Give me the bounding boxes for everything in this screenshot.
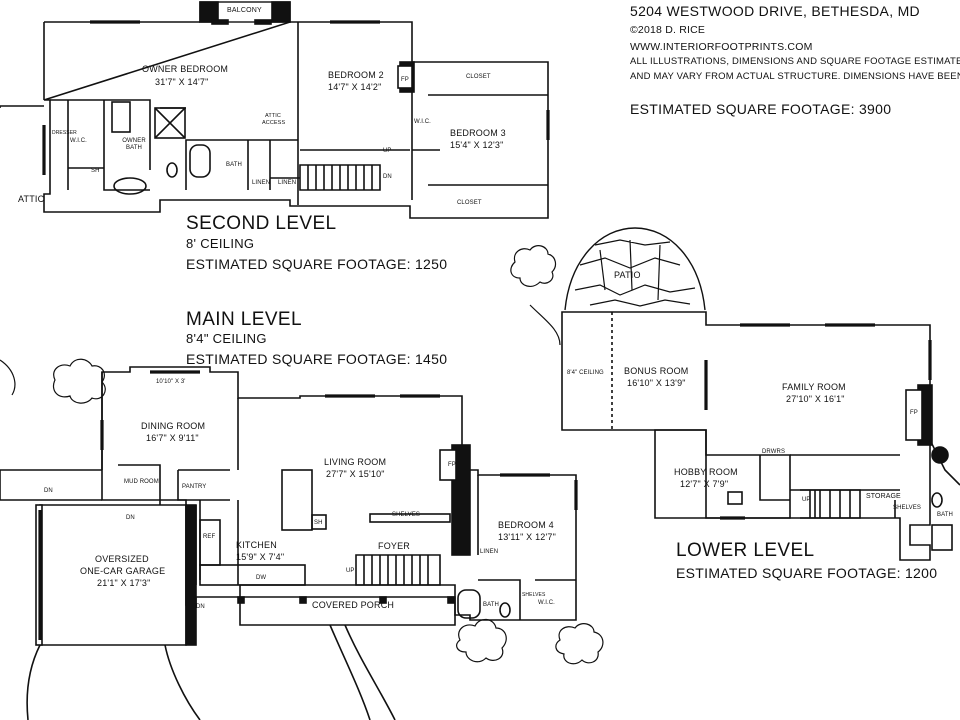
second-bath-label: BATH bbox=[226, 162, 242, 168]
living-room-label: LIVING ROOM bbox=[324, 457, 387, 467]
second-level-walls bbox=[0, 1, 550, 219]
linen-label-1: LINEN bbox=[252, 180, 271, 186]
dresser-label: DRESSER bbox=[52, 130, 77, 136]
pantry-label: PANTRY bbox=[182, 484, 207, 490]
owner-wic-label: W.I.C. bbox=[70, 138, 87, 144]
bedroom-4-dimensions: 13'11" X 12'7" bbox=[498, 532, 556, 542]
balcony-label: BALCONY bbox=[227, 7, 262, 14]
dishwasher-label: DW bbox=[256, 575, 267, 581]
garage-dimensions: 21'1" X 17'3" bbox=[97, 578, 151, 588]
patio-label: PATIO bbox=[614, 270, 641, 280]
total-square-footage: ESTIMATED SQUARE FOOTAGE: 3900 bbox=[630, 101, 892, 117]
landscape-trees bbox=[0, 245, 604, 665]
closet-bottom-label: CLOSET bbox=[457, 200, 482, 206]
main-level-title: MAIN LEVEL bbox=[186, 309, 302, 330]
disclaimer-line-1: ALL ILLUSTRATIONS, DIMENSIONS AND SQUARE… bbox=[630, 56, 960, 67]
drawers-label: DRWRS bbox=[762, 449, 786, 455]
hobby-room-dimensions: 12'7" X 7'9" bbox=[680, 479, 729, 489]
garage-label-line-1: OVERSIZED bbox=[95, 554, 149, 564]
kitchen-label: KITCHEN bbox=[236, 540, 277, 550]
lower-shelves-label: SHELVES bbox=[893, 505, 921, 511]
second-level-ceiling: 8' CEILING bbox=[186, 236, 255, 251]
main-dn-label-1: DN bbox=[44, 488, 53, 494]
main-sh-label: SH bbox=[314, 520, 323, 526]
lower-level-walls bbox=[529, 227, 960, 561]
bedroom-2-label: BEDROOM 2 bbox=[328, 70, 384, 80]
mud-room-label: MUD ROOM bbox=[124, 479, 159, 485]
alcove-dimensions: 10'10" X 3' bbox=[156, 379, 186, 385]
linen-label-2: LINEN bbox=[278, 180, 297, 186]
dining-room-dimensions: 16'7" X 9'11" bbox=[146, 433, 199, 443]
kitchen-dimensions: 15'9" X 7'4" bbox=[236, 552, 285, 562]
lower-fireplace-label: FP bbox=[910, 410, 918, 416]
living-room-dimensions: 27'7" X 15'10" bbox=[326, 469, 385, 479]
closet-top-label: CLOSET bbox=[466, 74, 491, 80]
main-dn-label-2: DN bbox=[126, 515, 135, 521]
covered-porch-label: COVERED PORCH bbox=[312, 600, 395, 610]
attic-label: ATTIC bbox=[18, 194, 45, 204]
main-fireplace-label: FP bbox=[448, 462, 456, 468]
main-dn-label-3: DN bbox=[196, 604, 205, 610]
second-fireplace-label: FP bbox=[401, 77, 409, 83]
lower-ceiling-note: 8'4" CEILING bbox=[567, 370, 604, 376]
copyright-notice: ©2018 D. RICE bbox=[630, 24, 706, 36]
lower-level-title: LOWER LEVEL bbox=[676, 540, 815, 561]
owner-bedroom-dimensions: 31'7" X 14'7" bbox=[155, 77, 209, 87]
main-shelves-vertical-label: SHELVES bbox=[522, 592, 546, 598]
main-linen-label: LINEN bbox=[480, 549, 499, 555]
shelves-label: SHELVES bbox=[392, 512, 420, 518]
family-room-label: FAMILY ROOM bbox=[782, 382, 846, 392]
storage-label: STORAGE bbox=[866, 493, 901, 500]
hobby-room-label: HOBBY ROOM bbox=[674, 467, 738, 477]
bonus-room-dimensions: 16'10" X 13'9" bbox=[627, 378, 686, 388]
bedroom-2-dimensions: 14'7" X 14'2" bbox=[328, 82, 382, 92]
second-up-label: UP bbox=[383, 148, 392, 154]
shower-label: SH bbox=[91, 168, 100, 174]
lower-bath-label: BATH bbox=[937, 512, 953, 518]
main-wic-label: W.I.C. bbox=[538, 600, 555, 606]
main-level-walls bbox=[0, 366, 578, 720]
second-dn-label: DN bbox=[383, 174, 392, 180]
website-text: WWW.INTERIORFOOTPRINTS.COM bbox=[630, 41, 813, 53]
bedroom-3-dimensions: 15'4" X 12'3" bbox=[450, 140, 504, 150]
lower-level-sqft: ESTIMATED SQUARE FOOTAGE: 1200 bbox=[676, 565, 938, 581]
owner-bath-label: OWNER BATH bbox=[122, 138, 146, 151]
main-bath-label: BATH bbox=[483, 602, 499, 608]
attic-access-label: ATTIC ACCESS bbox=[262, 113, 286, 126]
bonus-room-label: BONUS ROOM bbox=[624, 366, 689, 376]
garage-label-line-2: ONE-CAR GARAGE bbox=[80, 566, 166, 576]
main-up-label: UP bbox=[346, 568, 355, 574]
main-level-sqft: ESTIMATED SQUARE FOOTAGE: 1450 bbox=[186, 351, 448, 367]
second-level-sqft: ESTIMATED SQUARE FOOTAGE: 1250 bbox=[186, 256, 448, 272]
lower-up-label: UP bbox=[802, 497, 811, 503]
second-wic-label: W.I.C. bbox=[414, 119, 431, 125]
disclaimer-line-2: AND MAY VARY FROM ACTUAL STRUCTURE. DIME… bbox=[630, 71, 960, 82]
main-level-ceiling: 8'4" CEILING bbox=[186, 331, 267, 346]
bedroom-4-label: BEDROOM 4 bbox=[498, 520, 554, 530]
refrigerator-label: REF bbox=[203, 534, 216, 540]
second-level-title: SECOND LEVEL bbox=[186, 213, 337, 234]
dining-room-label: DINING ROOM bbox=[141, 421, 206, 431]
foyer-label: FOYER bbox=[378, 541, 411, 551]
property-address: 5204 WESTWOOD DRIVE, BETHESDA, MD bbox=[630, 3, 920, 19]
owner-bedroom-label: OWNER BEDROOM bbox=[142, 64, 229, 74]
bedroom-3-label: BEDROOM 3 bbox=[450, 128, 506, 138]
family-room-dimensions: 27'10" X 16'1" bbox=[786, 394, 845, 404]
